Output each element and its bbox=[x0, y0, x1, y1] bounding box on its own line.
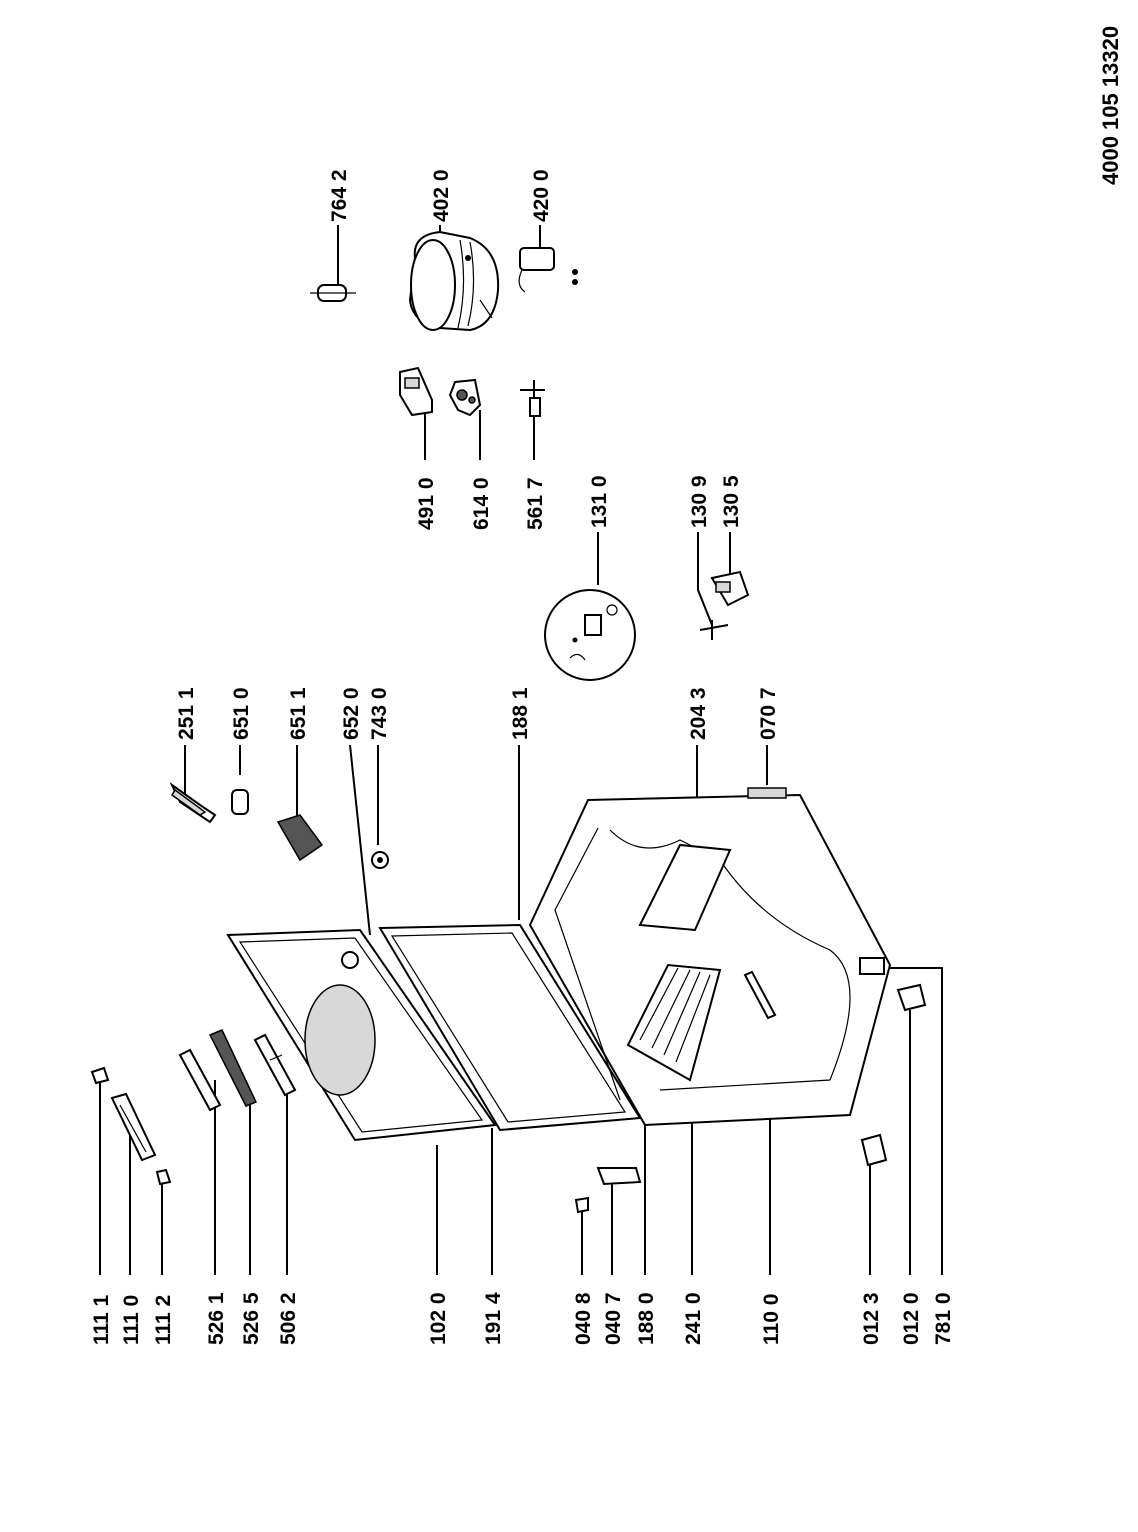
svg-text:110 0: 110 0 bbox=[760, 1294, 783, 1345]
svg-text:070 7: 070 7 bbox=[757, 687, 780, 740]
lamp-part bbox=[231, 789, 249, 815]
svg-text:111 1: 111 1 bbox=[90, 1294, 113, 1345]
svg-text:561 7: 561 7 bbox=[524, 477, 547, 530]
handle-end-part bbox=[155, 1168, 172, 1186]
strip-526-1-part bbox=[178, 1048, 222, 1112]
svg-text:130 5: 130 5 bbox=[720, 475, 743, 528]
accessory-kit-part bbox=[544, 589, 636, 681]
svg-text:111 0: 111 0 bbox=[120, 1295, 143, 1345]
plug-part bbox=[371, 851, 389, 869]
callout-526-5: 526 5 bbox=[240, 1100, 263, 1345]
svg-text:614 0: 614 0 bbox=[470, 477, 493, 530]
document-number: 4000 105 13320 bbox=[1098, 26, 1123, 185]
svg-text:102 0: 102 0 bbox=[427, 1292, 450, 1345]
starter-relay-part bbox=[518, 247, 578, 293]
strip-526-5-part bbox=[208, 1029, 258, 1107]
part-040-7 bbox=[596, 1167, 642, 1186]
light-switch-part bbox=[276, 814, 324, 862]
svg-text:764 2: 764 2 bbox=[328, 169, 351, 222]
callout-130-5: 130 5 bbox=[720, 475, 743, 575]
part-012-3 bbox=[860, 1133, 888, 1167]
svg-text:651 1: 651 1 bbox=[287, 687, 310, 740]
callout-191-4: 191 4 bbox=[482, 1128, 505, 1345]
svg-text:651 0: 651 0 bbox=[230, 687, 253, 740]
thermostat-part bbox=[399, 366, 433, 417]
compressor-part bbox=[408, 230, 500, 332]
svg-text:652 0: 652 0 bbox=[340, 687, 363, 740]
hinge-bracket-part bbox=[710, 570, 750, 607]
svg-text:526 5: 526 5 bbox=[240, 1292, 263, 1345]
svg-text:526 1: 526 1 bbox=[205, 1292, 228, 1345]
callout-651-1: 651 1 bbox=[287, 687, 310, 820]
callout-188-0: 188 0 bbox=[635, 1125, 658, 1345]
callout-420-0: 420 0 bbox=[530, 169, 553, 250]
svg-text:191 4: 191 4 bbox=[482, 1292, 505, 1345]
lid-part bbox=[226, 928, 497, 1142]
svg-text:241 0: 241 0 bbox=[682, 1292, 705, 1345]
svg-text:743 0: 743 0 bbox=[368, 687, 391, 740]
hinge-pin-part bbox=[699, 620, 729, 640]
svg-text:251 1: 251 1 bbox=[175, 687, 198, 740]
callout-040-8: 040 8 bbox=[572, 1210, 595, 1345]
callout-526-1: 526 1 bbox=[205, 1080, 228, 1345]
svg-text:040 7: 040 7 bbox=[602, 1292, 625, 1345]
cabinet-part bbox=[528, 793, 892, 1127]
callout-651-0: 651 0 bbox=[230, 687, 253, 775]
svg-text:130 9: 130 9 bbox=[688, 475, 711, 528]
svg-text:111 2: 111 2 bbox=[152, 1295, 175, 1345]
callout-251-1: 251 1 bbox=[175, 687, 198, 795]
foot-part bbox=[896, 983, 927, 1012]
callout-614-0: 614 0 bbox=[470, 410, 493, 530]
part-040-8 bbox=[574, 1196, 589, 1214]
callout-188-1: 188 1 bbox=[509, 687, 532, 920]
light-cover-part bbox=[169, 781, 217, 824]
callout-781-0: 781 0 bbox=[883, 967, 955, 1345]
callout-012-3: 012 3 bbox=[860, 1165, 883, 1345]
callout-070-7: 070 7 bbox=[757, 687, 780, 785]
handle-cap-part bbox=[90, 1066, 110, 1085]
callout-111-1: 111 1 bbox=[90, 1083, 113, 1345]
callout-764-2: 764 2 bbox=[328, 169, 351, 283]
callout-743-0: 743 0 bbox=[368, 687, 391, 845]
hinge-110-0-part bbox=[743, 970, 777, 1020]
strip-506-2-part bbox=[253, 1033, 297, 1097]
callout-130-9: 130 9 bbox=[688, 475, 713, 626]
control-unit-part bbox=[448, 378, 482, 417]
callout-131-0: 131 0 bbox=[588, 475, 611, 585]
svg-text:491 0: 491 0 bbox=[415, 477, 438, 530]
svg-text:506 2: 506 2 bbox=[277, 1292, 300, 1345]
basket-part bbox=[626, 963, 722, 1082]
knob-part bbox=[520, 380, 545, 417]
callout-111-2: 111 2 bbox=[152, 1180, 175, 1345]
callout-561-7: 561 7 bbox=[524, 400, 547, 530]
svg-text:781 0: 781 0 bbox=[932, 1292, 955, 1345]
callout-040-7: 040 7 bbox=[602, 1180, 625, 1345]
part-781-0 bbox=[859, 957, 885, 975]
svg-text:012 3: 012 3 bbox=[860, 1292, 883, 1345]
callout-102-0: 102 0 bbox=[427, 1145, 450, 1345]
svg-text:012 0: 012 0 bbox=[900, 1292, 923, 1345]
filter-drier-part bbox=[310, 283, 356, 302]
callout-652-0: 652 0 bbox=[340, 687, 371, 936]
svg-text:131 0: 131 0 bbox=[588, 475, 611, 528]
divider-part bbox=[638, 843, 732, 932]
svg-text:420 0: 420 0 bbox=[530, 169, 553, 222]
svg-text:188 0: 188 0 bbox=[635, 1292, 658, 1345]
callout-012-0: 012 0 bbox=[900, 1010, 923, 1345]
callout-111-0: 111 0 bbox=[120, 1130, 143, 1345]
svg-text:040 8: 040 8 bbox=[572, 1292, 595, 1345]
svg-text:188 1: 188 1 bbox=[509, 687, 532, 740]
svg-text:204 3: 204 3 bbox=[687, 687, 710, 740]
vent-grille-part bbox=[747, 787, 787, 799]
callout-491-0: 491 0 bbox=[415, 410, 438, 530]
handle-part bbox=[110, 1092, 157, 1162]
callout-506-2: 506 2 bbox=[277, 1085, 300, 1345]
svg-text:402 0: 402 0 bbox=[430, 169, 453, 222]
